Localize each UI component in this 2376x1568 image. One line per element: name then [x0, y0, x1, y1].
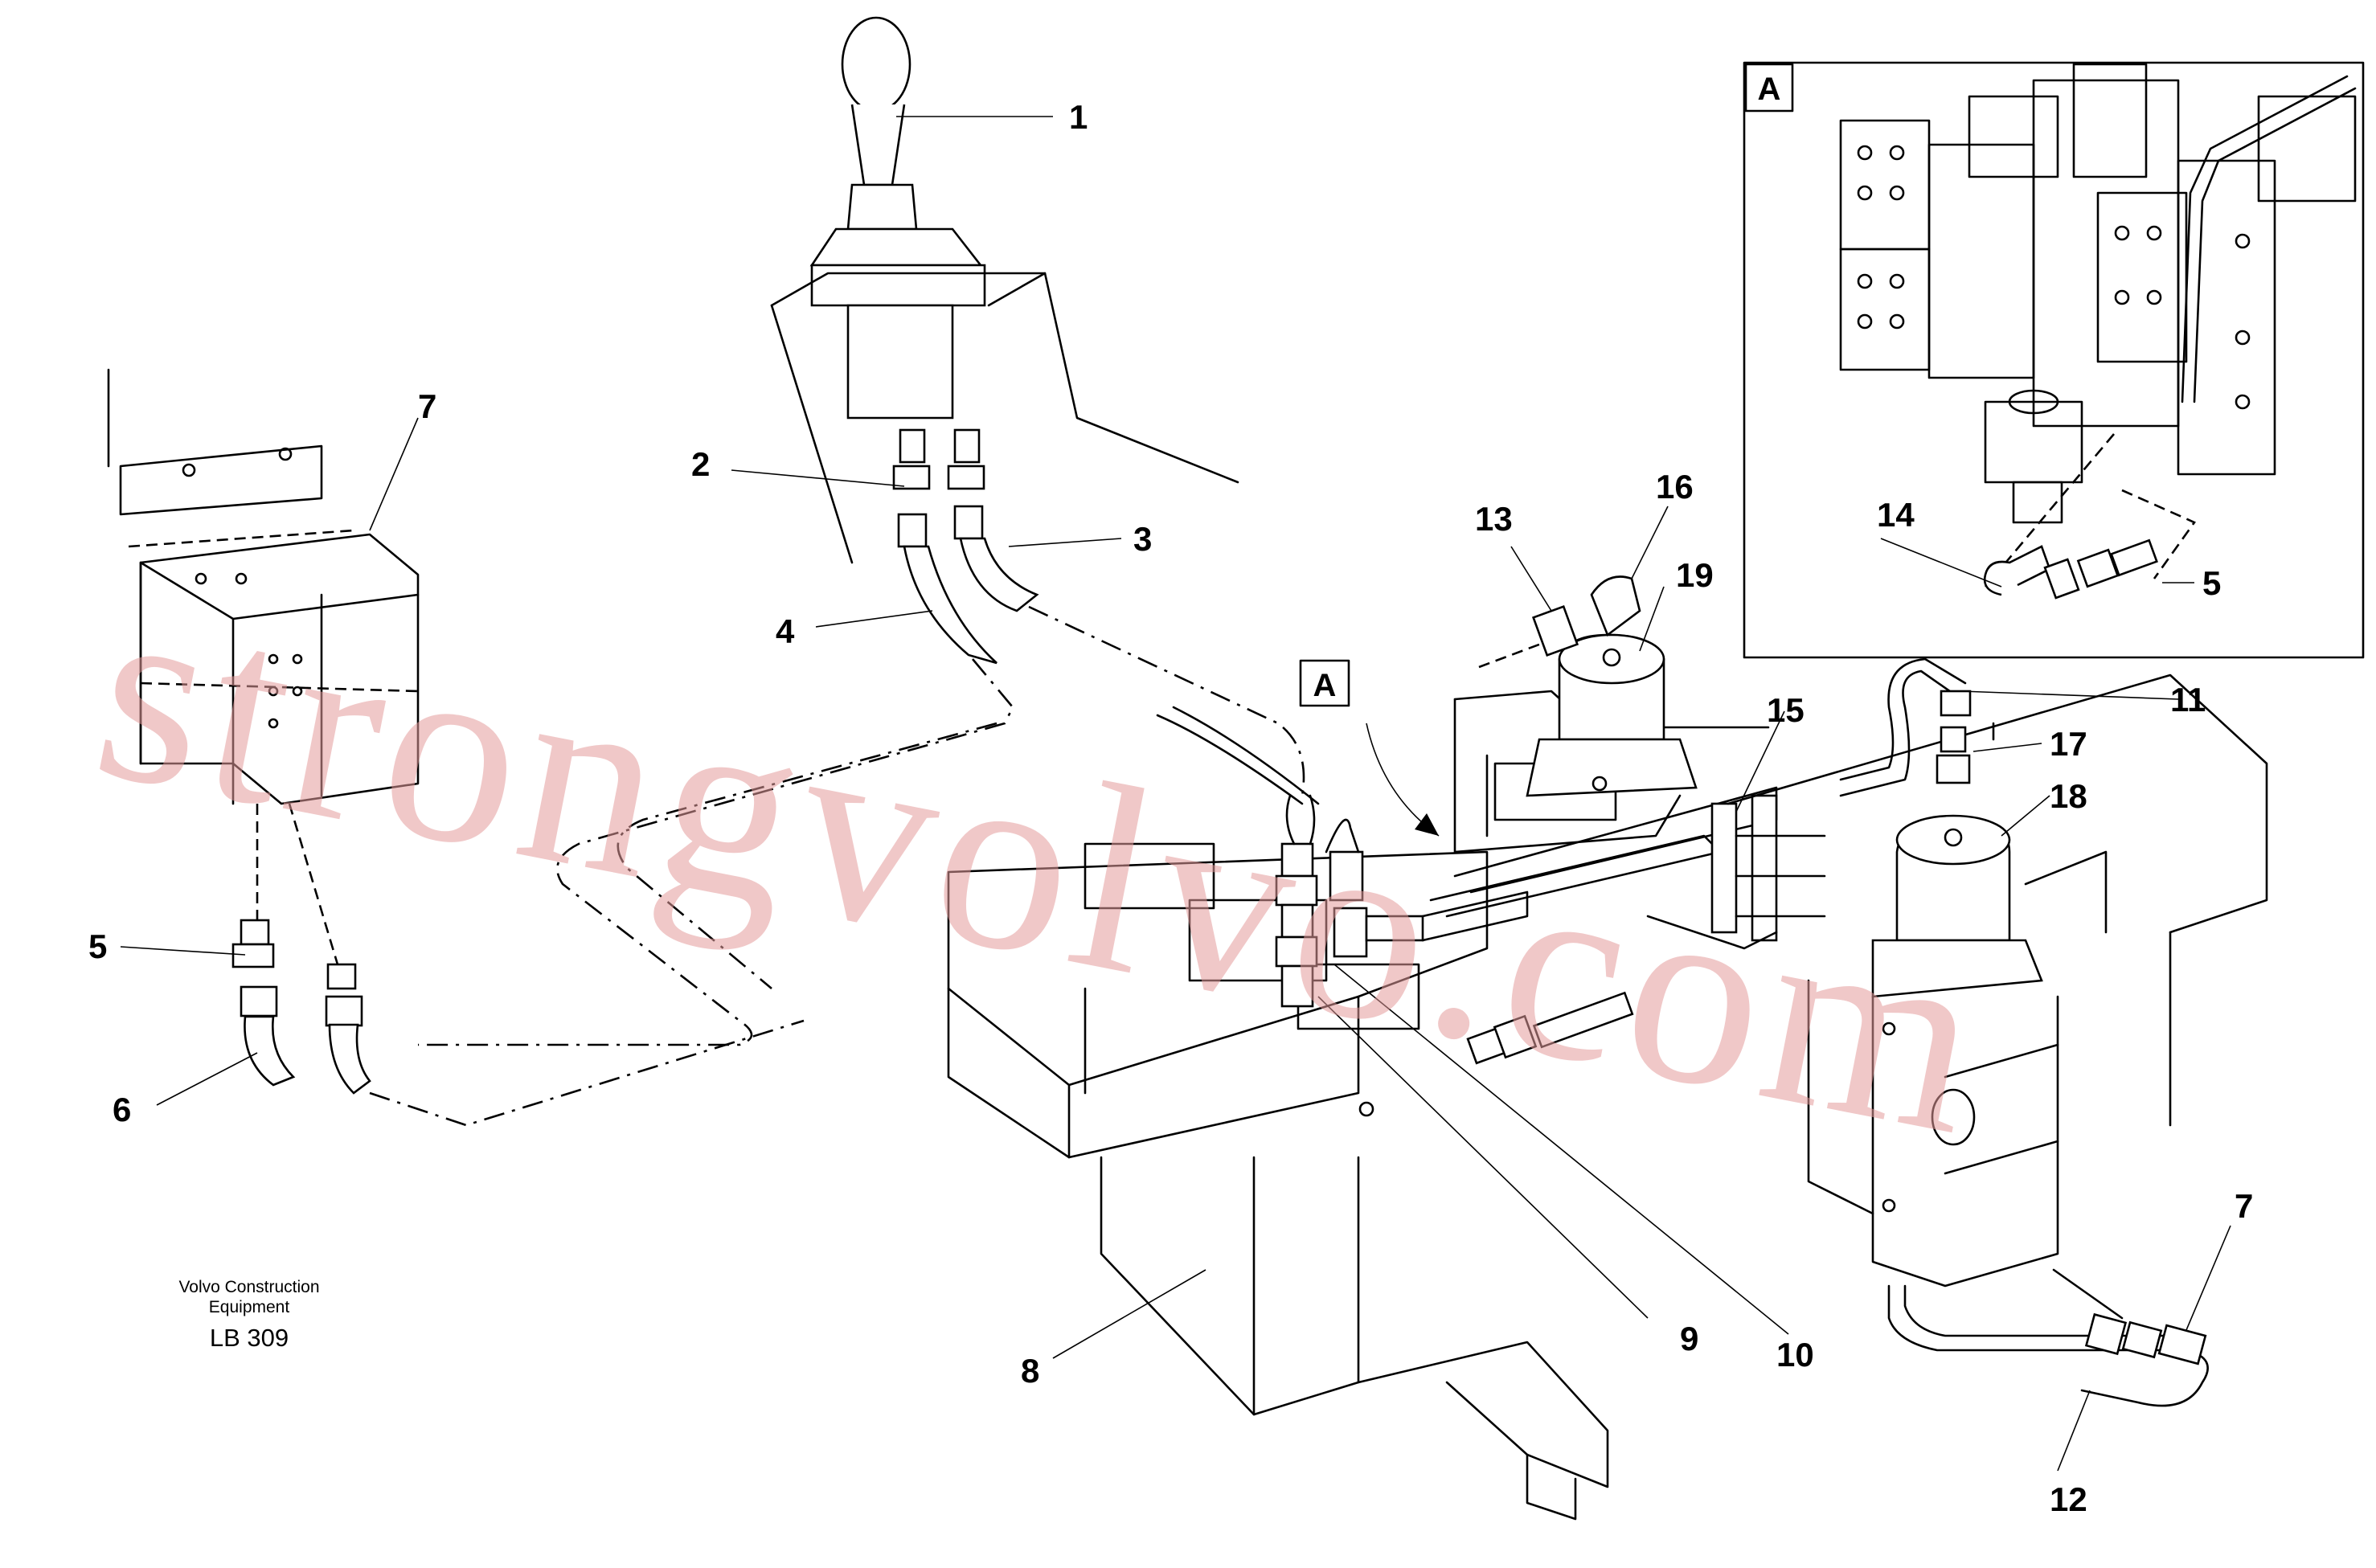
main-control-valve-8: [947, 794, 1634, 1521]
callout-10: 10: [1776, 1336, 1814, 1374]
leader-lines: [120, 116, 2231, 1472]
watermark: strongvolvo.com: [77, 539, 2009, 1192]
callout-1: 1: [1069, 98, 1088, 136]
drawing-code: LB 309: [210, 1324, 289, 1352]
center-manifold: [1429, 575, 2268, 1407]
callout-15: 15: [1767, 691, 1805, 729]
inset-label: A: [1758, 72, 1781, 107]
callout-4: 4: [776, 612, 795, 650]
callout-17: 17: [2050, 725, 2087, 763]
inset-label-box: [1744, 63, 1794, 113]
inset-valve-assembly: [1839, 63, 2357, 524]
callout-12: 12: [2050, 1480, 2087, 1518]
inset-frame: [1743, 61, 2365, 659]
inset-fittings: [1983, 433, 2196, 600]
joystick-knob: [841, 16, 911, 113]
callout-labels: 1 2 3 4 5 5 6 7 7 8 9 10 11 12 13 14 15 …: [88, 98, 2253, 1518]
callout-5-left: 5: [88, 927, 107, 965]
callout-16: 16: [1656, 468, 1694, 506]
callout-18: 18: [2050, 777, 2087, 815]
callout-13: 13: [1475, 500, 1513, 538]
detail-marker-a: A: [1299, 659, 1440, 837]
joystick-lever: [770, 16, 1239, 665]
callout-6: 6: [113, 1091, 131, 1128]
detail-arrow-icon: [1415, 813, 1439, 836]
drawing-caption: Volvo Construction Equipment LB 309: [178, 1278, 319, 1352]
callout-3: 3: [1133, 520, 1152, 558]
callout-2: 2: [691, 445, 710, 483]
callout-19: 19: [1676, 556, 1714, 594]
detail-marker-box: [1299, 659, 1350, 707]
callout-9: 9: [1680, 1320, 1698, 1357]
callout-8: 8: [1021, 1352, 1039, 1390]
callout-7-left: 7: [418, 387, 436, 425]
detail-inset-a: A: [1743, 61, 2365, 659]
caption-line-1: Volvo Construction: [178, 1278, 319, 1296]
detail-marker-label: A: [1313, 668, 1337, 703]
callout-5-inset: 5: [2202, 564, 2221, 602]
caption-line-2: Equipment: [209, 1298, 290, 1316]
callout-14: 14: [1877, 496, 1915, 534]
hose-routes: [369, 605, 1320, 1127]
callout-7-right: 7: [2235, 1187, 2253, 1225]
callout-11: 11: [2170, 681, 2206, 718]
valve-block-7: [107, 368, 420, 1095]
